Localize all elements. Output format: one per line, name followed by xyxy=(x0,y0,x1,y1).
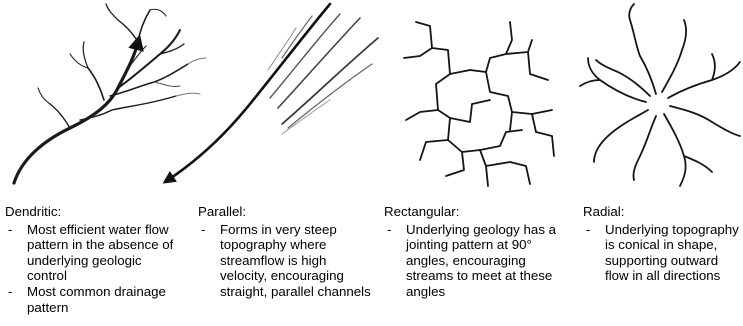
radial-title: Radial: xyxy=(583,204,741,220)
parallel-title: Parallel: xyxy=(198,204,376,220)
rectangular-bullet: Underlying geology has a jointing patter… xyxy=(384,222,574,300)
radial-caption: Radial: Underlying topography is conical… xyxy=(583,204,741,284)
drainage-pattern-illustrations xyxy=(0,0,743,200)
radial-bullet: Underlying topography is conical in shap… xyxy=(583,222,741,284)
radial-bullet-list: Underlying topography is conical in shap… xyxy=(583,222,741,284)
rectangular-drawing xyxy=(404,22,554,186)
parallel-bullet: Forms in very steep topography where str… xyxy=(198,222,376,300)
dendritic-title: Dendritic: xyxy=(5,204,185,220)
dendritic-bullet: Most common drainage pattern xyxy=(5,284,185,315)
dendritic-bullet: Most efficient water flow pattern in the… xyxy=(5,222,185,284)
rectangular-bullet-list: Underlying geology has a jointing patter… xyxy=(384,222,574,300)
dendritic-drawing xyxy=(14,4,206,183)
radial-drawing xyxy=(580,4,740,186)
parallel-bullet-list: Forms in very steep topography where str… xyxy=(198,222,376,300)
dendritic-caption: Dendritic: Most efficient water flow pat… xyxy=(5,204,185,315)
parallel-drawing xyxy=(168,4,378,180)
rectangular-caption: Rectangular: Underlying geology has a jo… xyxy=(384,204,574,300)
rectangular-title: Rectangular: xyxy=(384,204,574,220)
parallel-caption: Parallel: Forms in very steep topography… xyxy=(198,204,376,300)
dendritic-bullet-list: Most efficient water flow pattern in the… xyxy=(5,222,185,316)
